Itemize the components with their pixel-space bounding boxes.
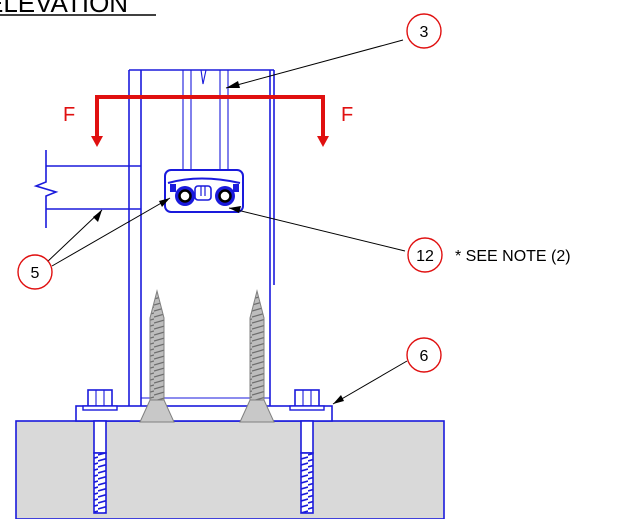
callout-12: 12 (407, 237, 443, 273)
concrete-slab (15, 420, 445, 519)
wood-screw-icon (239, 289, 275, 423)
callout-6: 6 (406, 337, 442, 373)
post (128, 69, 275, 406)
hex-bolt-icon (82, 389, 118, 514)
force-label-left: F (63, 104, 75, 126)
force-arrows (91, 95, 329, 147)
force-arrow-left-icon (91, 136, 103, 147)
drawing-title: ELEVATION (0, 0, 128, 18)
callout-5-number: 5 (31, 265, 40, 282)
hex-bolt-icon (289, 389, 325, 514)
callout-3: 3 (406, 13, 442, 49)
force-arrow-right-icon (317, 136, 329, 147)
wood-screw-icon (139, 289, 175, 423)
callout-3-number: 3 (420, 24, 429, 41)
force-label-right: F (341, 104, 353, 126)
callout-6-number: 6 (420, 348, 429, 365)
clip-profile (164, 169, 244, 213)
break-line-icon (33, 150, 59, 228)
callout-12-number: 12 (416, 248, 434, 265)
leader-lines (45, 39, 408, 405)
callout-5: 5 (17, 254, 53, 290)
side-rail (33, 150, 141, 228)
see-note-label: * SEE NOTE (2) (455, 248, 571, 265)
